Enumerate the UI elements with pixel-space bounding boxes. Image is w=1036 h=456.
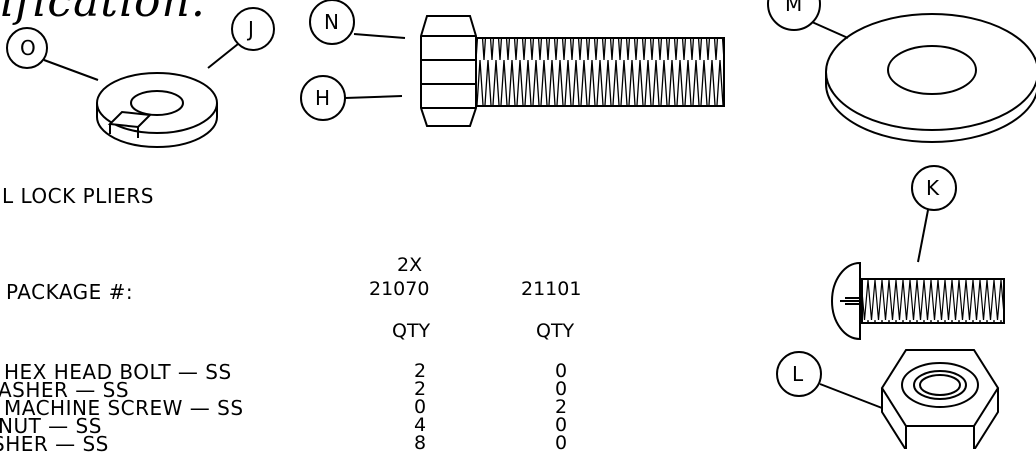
qty-cell: 8 (414, 432, 427, 454)
callout-letter-h: H (315, 86, 331, 110)
flat-washer-icon (825, 13, 1036, 143)
part-name-row-1: HEX HEAD BOLT — SS (4, 360, 232, 384)
callout-letter-k: K (926, 176, 940, 200)
column-1-package-number: 21070 (369, 278, 430, 300)
part-name-row-2: ASHER — SS (0, 378, 130, 402)
qty-cell: 2 (414, 360, 427, 382)
qty-cell: 4 (414, 414, 427, 436)
tool-note: L LOCK PLIERS (2, 184, 154, 208)
qty-cell: 0 (555, 378, 568, 400)
callout-l (776, 351, 883, 409)
callout-m (767, 0, 849, 39)
part-name-row-4: NUT — SS (0, 414, 102, 438)
callout-o (6, 27, 99, 81)
qty-cell: 2 (414, 378, 427, 400)
callout-letter-l: L (792, 362, 804, 386)
callout-n (309, 0, 406, 45)
qty-cell: 0 (555, 432, 568, 454)
column-2-package-number: 21101 (521, 278, 582, 300)
callout-h (300, 75, 403, 121)
callout-letter-j: J (248, 17, 254, 41)
column-1-multiplier: 2X (397, 254, 423, 276)
hex-bolt-icon (420, 15, 725, 127)
callout-k (911, 165, 957, 263)
column-2-qty-header: QTY (536, 320, 575, 342)
package-label: PACKAGE #: (6, 280, 134, 304)
part-name-row-3: MACHINE SCREW — SS (4, 396, 244, 420)
machine-screw-icon (831, 261, 1005, 341)
qty-cell: 0 (414, 396, 427, 418)
qty-cell: 2 (555, 396, 568, 418)
qty-cell: 0 (555, 414, 568, 436)
callout-letter-m: M (785, 0, 803, 16)
column-1-qty-header: QTY (392, 320, 431, 342)
lock-washer-icon (96, 72, 218, 148)
hex-nut-icon (880, 349, 1000, 449)
qty-cell: 0 (555, 360, 568, 382)
callout-letter-o: O (20, 36, 36, 60)
drawing-title: ification. (0, 0, 206, 27)
callout-j (207, 7, 275, 69)
callout-letter-n: N (324, 10, 339, 34)
